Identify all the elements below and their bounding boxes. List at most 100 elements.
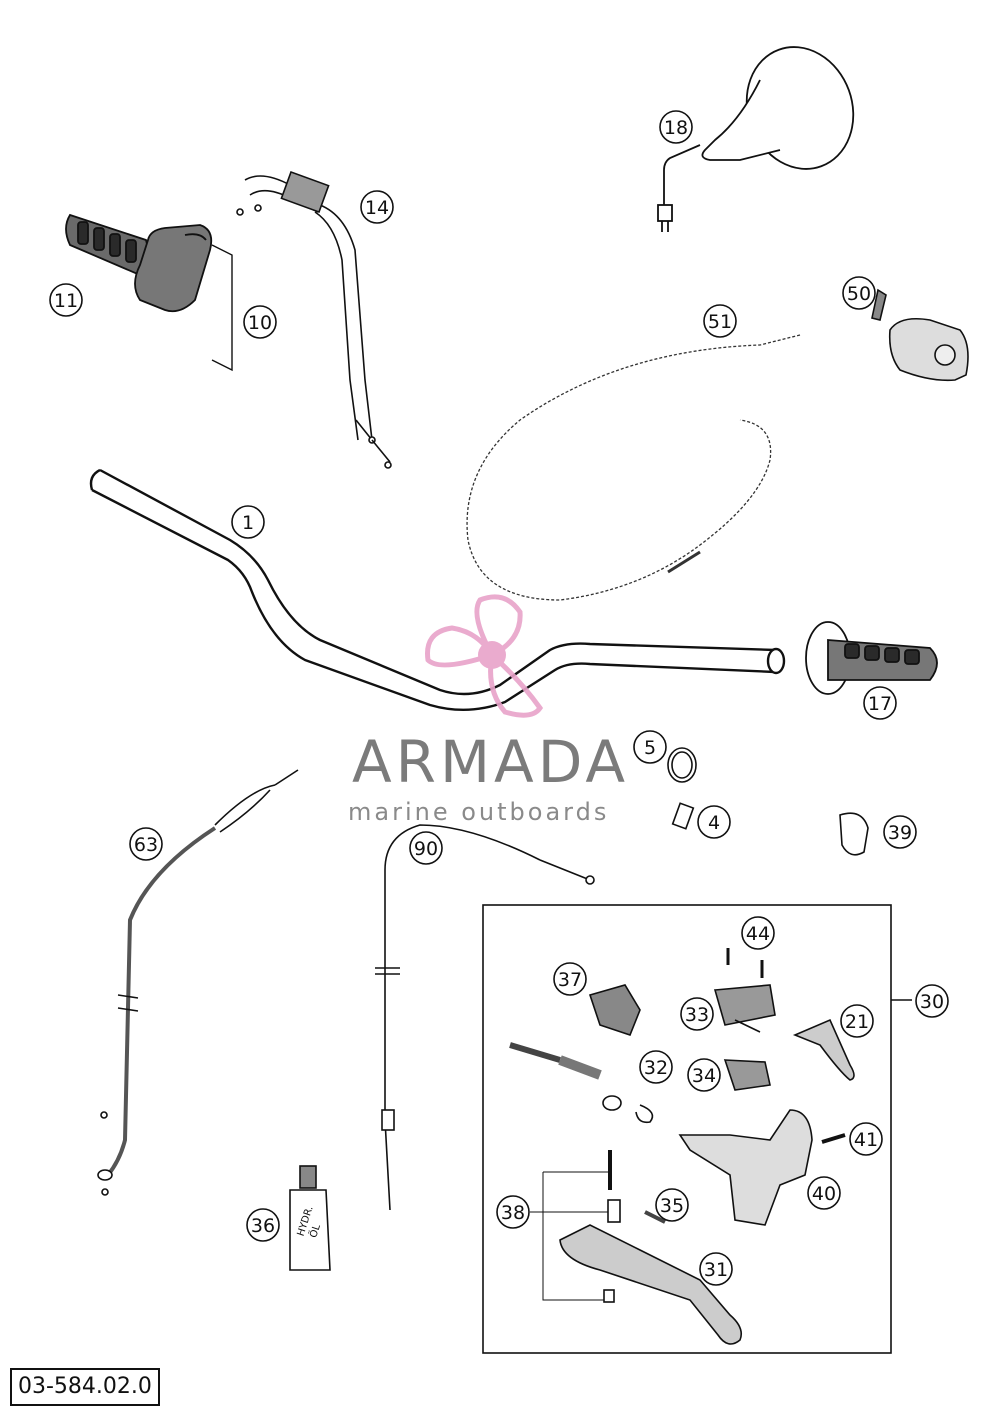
callout-10: 10 <box>243 305 277 339</box>
callout-label: 63 <box>134 834 158 856</box>
callout-label: 34 <box>692 1065 716 1087</box>
callout-label: 30 <box>920 991 944 1013</box>
grip-right <box>805 621 938 695</box>
callout-label: 21 <box>845 1011 869 1033</box>
callout-circle <box>243 305 277 339</box>
throttle-cables <box>236 170 392 469</box>
callout-circle <box>553 962 587 996</box>
watermark-brand: ARMADA <box>352 728 629 796</box>
watermark-tagline: marine outboards <box>348 798 609 826</box>
callout-circle <box>687 1058 721 1092</box>
callout-circle <box>639 1050 673 1084</box>
callout-label: 36 <box>251 1215 275 1237</box>
callout-circle <box>863 686 897 720</box>
callout-label: 35 <box>660 1195 684 1217</box>
bottle-label-line2: ÖL <box>306 1222 323 1239</box>
callout-circle <box>741 916 775 950</box>
callout-circle <box>409 831 443 865</box>
callouts: 1451011141718213031323334353637383940414… <box>49 110 949 1286</box>
callout-circle <box>807 1176 841 1210</box>
leader-lines <box>530 1171 608 1301</box>
callout-label: 32 <box>644 1057 668 1079</box>
callout-circle <box>129 827 163 861</box>
callout-34: 34 <box>687 1058 721 1092</box>
callout-11: 11 <box>49 283 83 317</box>
callout-label: 5 <box>644 737 656 759</box>
callout-label: 17 <box>868 693 892 715</box>
callout-circle <box>680 997 714 1031</box>
callout-circle <box>633 730 667 764</box>
cable-holder <box>839 812 869 856</box>
callout-circle <box>703 304 737 338</box>
callout-circle <box>659 110 693 144</box>
callout-35: 35 <box>655 1188 689 1222</box>
propeller-blade <box>425 625 495 668</box>
callout-4: 4 <box>697 805 731 839</box>
callout-label: 4 <box>708 812 720 834</box>
callout-44: 44 <box>741 916 775 950</box>
callout-label: 44 <box>746 923 770 945</box>
callout-label: 33 <box>685 1004 709 1026</box>
callout-label: 18 <box>664 117 688 139</box>
clutch-cable-loop <box>466 334 801 601</box>
drawing-code: 03-584.02.0 <box>10 1368 160 1406</box>
callout-label: 1 <box>242 512 254 534</box>
callout-circle <box>231 505 265 539</box>
throttle-grip-left <box>65 213 213 313</box>
callout-33: 33 <box>680 997 714 1031</box>
callout-32: 32 <box>639 1050 673 1084</box>
callout-circle <box>655 1188 689 1222</box>
callout-label: 51 <box>708 311 732 333</box>
callout-circle <box>842 276 876 310</box>
assembly-parts <box>509 948 855 1345</box>
sleeve <box>671 802 695 830</box>
callout-63: 63 <box>129 827 163 861</box>
cable-90 <box>375 824 595 1211</box>
callout-label: 10 <box>248 312 272 334</box>
callout-label: 39 <box>888 822 912 844</box>
callout-30: 30 <box>915 984 949 1018</box>
callout-90: 90 <box>409 831 443 865</box>
assembly-box <box>482 904 912 1354</box>
callout-circle <box>840 1004 874 1038</box>
callout-21: 21 <box>840 1004 874 1038</box>
hose-clamp <box>667 747 697 783</box>
kill-switch <box>871 288 969 382</box>
callout-41: 41 <box>849 1122 883 1156</box>
callout-label: 38 <box>501 1202 525 1224</box>
callout-18: 18 <box>659 110 693 144</box>
mirror <box>657 46 855 232</box>
hydraulic-oil-bottle: HYDR. ÖL <box>289 1165 331 1271</box>
watermark-logo <box>425 594 544 718</box>
callout-5: 5 <box>633 730 667 764</box>
callout-50: 50 <box>842 276 876 310</box>
callout-circle <box>697 805 731 839</box>
callout-31: 31 <box>699 1252 733 1286</box>
propeller-blade <box>488 653 544 718</box>
throttle-housing-bracket <box>211 244 233 372</box>
callout-circle <box>496 1195 530 1229</box>
handlebar <box>89 468 786 712</box>
callout-label: 14 <box>365 197 389 219</box>
propeller-blade <box>474 594 523 658</box>
callout-14: 14 <box>360 190 394 224</box>
callout-circle <box>699 1252 733 1286</box>
callout-39: 39 <box>883 815 917 849</box>
callout-circle <box>246 1208 280 1242</box>
callout-17: 17 <box>863 686 897 720</box>
callout-label: 11 <box>54 290 78 312</box>
callout-37: 37 <box>553 962 587 996</box>
callout-circle <box>849 1122 883 1156</box>
speedometer-cable <box>97 769 299 1196</box>
callout-label: 37 <box>558 969 582 991</box>
callout-circle <box>49 283 83 317</box>
callout-40: 40 <box>807 1176 841 1210</box>
callout-51: 51 <box>703 304 737 338</box>
callout-label: 50 <box>847 283 871 305</box>
callout-38: 38 <box>496 1195 530 1229</box>
callout-label: 41 <box>854 1129 878 1151</box>
callout-label: 90 <box>414 838 438 860</box>
callout-36: 36 <box>246 1208 280 1242</box>
